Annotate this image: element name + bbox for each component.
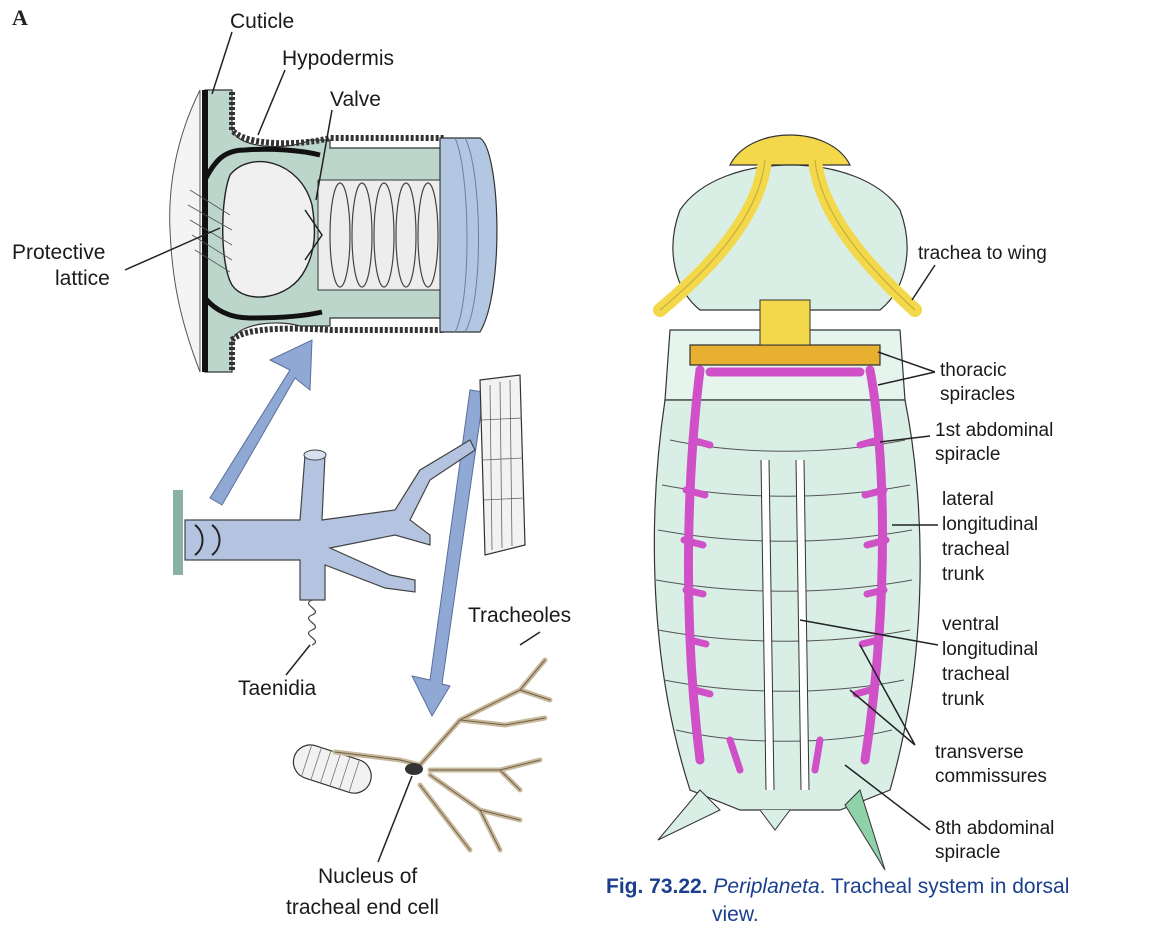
label-nucleus-line2: tracheal end cell bbox=[286, 896, 439, 919]
label-lattice: lattice bbox=[55, 267, 110, 290]
leader-trachea-to-wing bbox=[912, 265, 935, 300]
label-lateral-1: lateral bbox=[942, 489, 994, 510]
label-taenidia: Taenidia bbox=[238, 677, 317, 700]
label-eighth-abdominal-1: 8th abdominal bbox=[935, 818, 1054, 839]
leader-tracheoles bbox=[520, 632, 540, 645]
arrow-down bbox=[412, 390, 484, 716]
label-ventral-1: ventral bbox=[942, 614, 999, 635]
label-thoracic-2: spiracles bbox=[940, 384, 1015, 405]
leader-nucleus bbox=[378, 776, 412, 862]
label-valve: Valve bbox=[330, 88, 381, 111]
figure-caption-line2: view. bbox=[712, 903, 759, 926]
leader-hypodermis bbox=[258, 70, 285, 135]
label-lateral-3: tracheal bbox=[942, 539, 1010, 560]
label-lateral-4: trunk bbox=[942, 564, 985, 585]
label-nucleus-line1: Nucleus of bbox=[318, 865, 417, 888]
caption-text-1: . Tracheal system in dorsal bbox=[820, 875, 1070, 898]
label-hypodermis: Hypodermis bbox=[282, 47, 394, 70]
panel-letter: A bbox=[12, 5, 28, 30]
caption-genus: Periplaneta bbox=[713, 875, 819, 898]
label-protective: Protective bbox=[12, 241, 105, 264]
caption-number: Fig. 73.22. bbox=[606, 875, 708, 898]
label-first-abdominal-2: spiracle bbox=[935, 444, 1000, 465]
label-tracheoles: Tracheoles bbox=[468, 604, 571, 627]
label-transverse-2: commissures bbox=[935, 766, 1047, 787]
label-cuticle: Cuticle bbox=[230, 10, 294, 33]
figure-caption-line1: Fig. 73.22. Periplaneta. Tracheal system… bbox=[606, 875, 1069, 898]
label-first-abdominal-1: 1st abdominal bbox=[935, 420, 1053, 441]
spiracle-section bbox=[170, 90, 497, 372]
label-lateral-2: longitudinal bbox=[942, 514, 1038, 535]
label-ventral-3: tracheal bbox=[942, 664, 1010, 685]
label-thoracic-1: thoracic bbox=[940, 360, 1007, 381]
leader-taenidia bbox=[286, 645, 310, 675]
label-transverse-1: transverse bbox=[935, 742, 1024, 763]
label-eighth-abdominal-2: spiracle bbox=[935, 842, 1000, 863]
leader-cuticle bbox=[212, 32, 232, 94]
label-trachea-to-wing: trachea to wing bbox=[918, 243, 1047, 264]
label-ventral-2: longitudinal bbox=[942, 639, 1038, 660]
cockroach-body bbox=[654, 135, 920, 870]
label-ventral-4: trunk bbox=[942, 689, 985, 710]
